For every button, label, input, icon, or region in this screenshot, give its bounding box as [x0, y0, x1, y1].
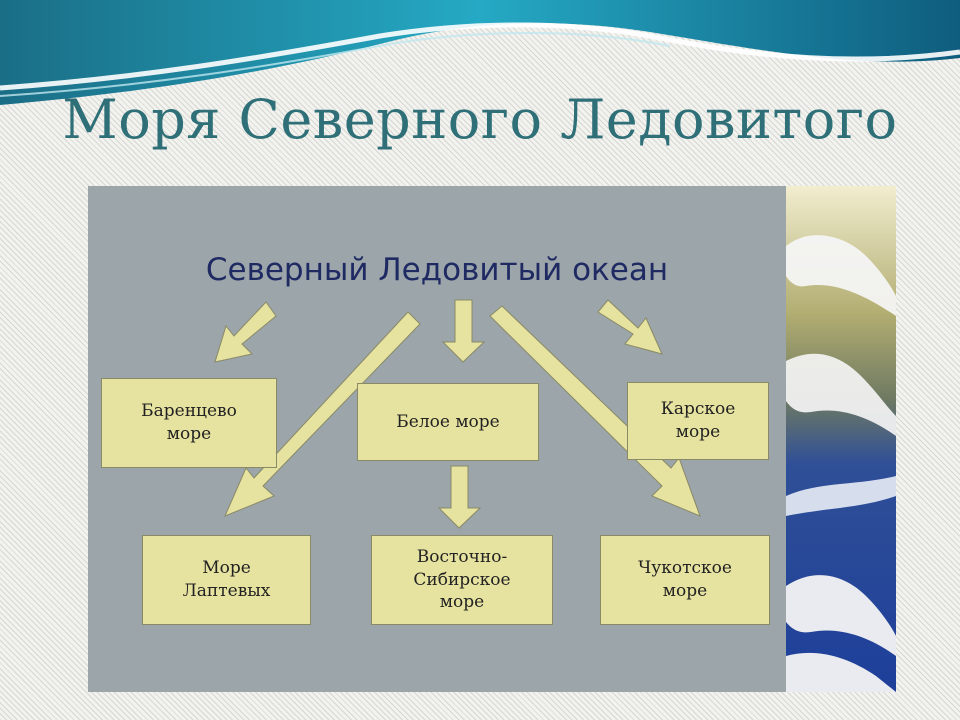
wave-header-decoration — [0, 0, 960, 105]
sea-box-barents: Баренцево море — [101, 378, 277, 468]
sea-box-white: Белое море — [357, 383, 539, 461]
sea-label-line: Карское — [660, 399, 736, 420]
sea-label-line: море — [166, 424, 212, 444]
sea-label-line: море — [675, 422, 721, 442]
sea-label-line: Сибирское — [413, 569, 511, 590]
sea-label-line: Баренцево — [141, 401, 237, 422]
arrow-to-white-sea — [441, 299, 486, 363]
arrow-to-barents — [214, 301, 277, 363]
wave-side-decoration — [786, 186, 896, 692]
sea-label-line: Чукотское — [638, 558, 732, 579]
arrow-to-east-siberian — [437, 465, 482, 529]
sea-label-line: Восточно- — [416, 546, 508, 567]
sea-label-line: море — [439, 592, 485, 613]
sea-box-laptev: Море Лаптевых — [142, 535, 311, 625]
arrow-to-chukchi — [489, 305, 701, 517]
diagram-title: Северный Ледовитый океан — [205, 252, 669, 288]
sea-box-kara: Карское море — [627, 382, 769, 460]
slide-title: Моря Северного Ледовитого — [62, 88, 898, 151]
sea-label-line: Лаптевых — [182, 581, 271, 601]
sea-label-line: Море — [202, 558, 251, 579]
sea-box-chukchi: Чукотское море — [600, 535, 770, 625]
sea-box-east-siberian: Восточно- Сибирское море — [371, 535, 553, 625]
arrow-to-kara — [597, 299, 663, 355]
sea-label-line: Белое море — [396, 411, 500, 432]
sea-label-line: море — [662, 581, 708, 601]
